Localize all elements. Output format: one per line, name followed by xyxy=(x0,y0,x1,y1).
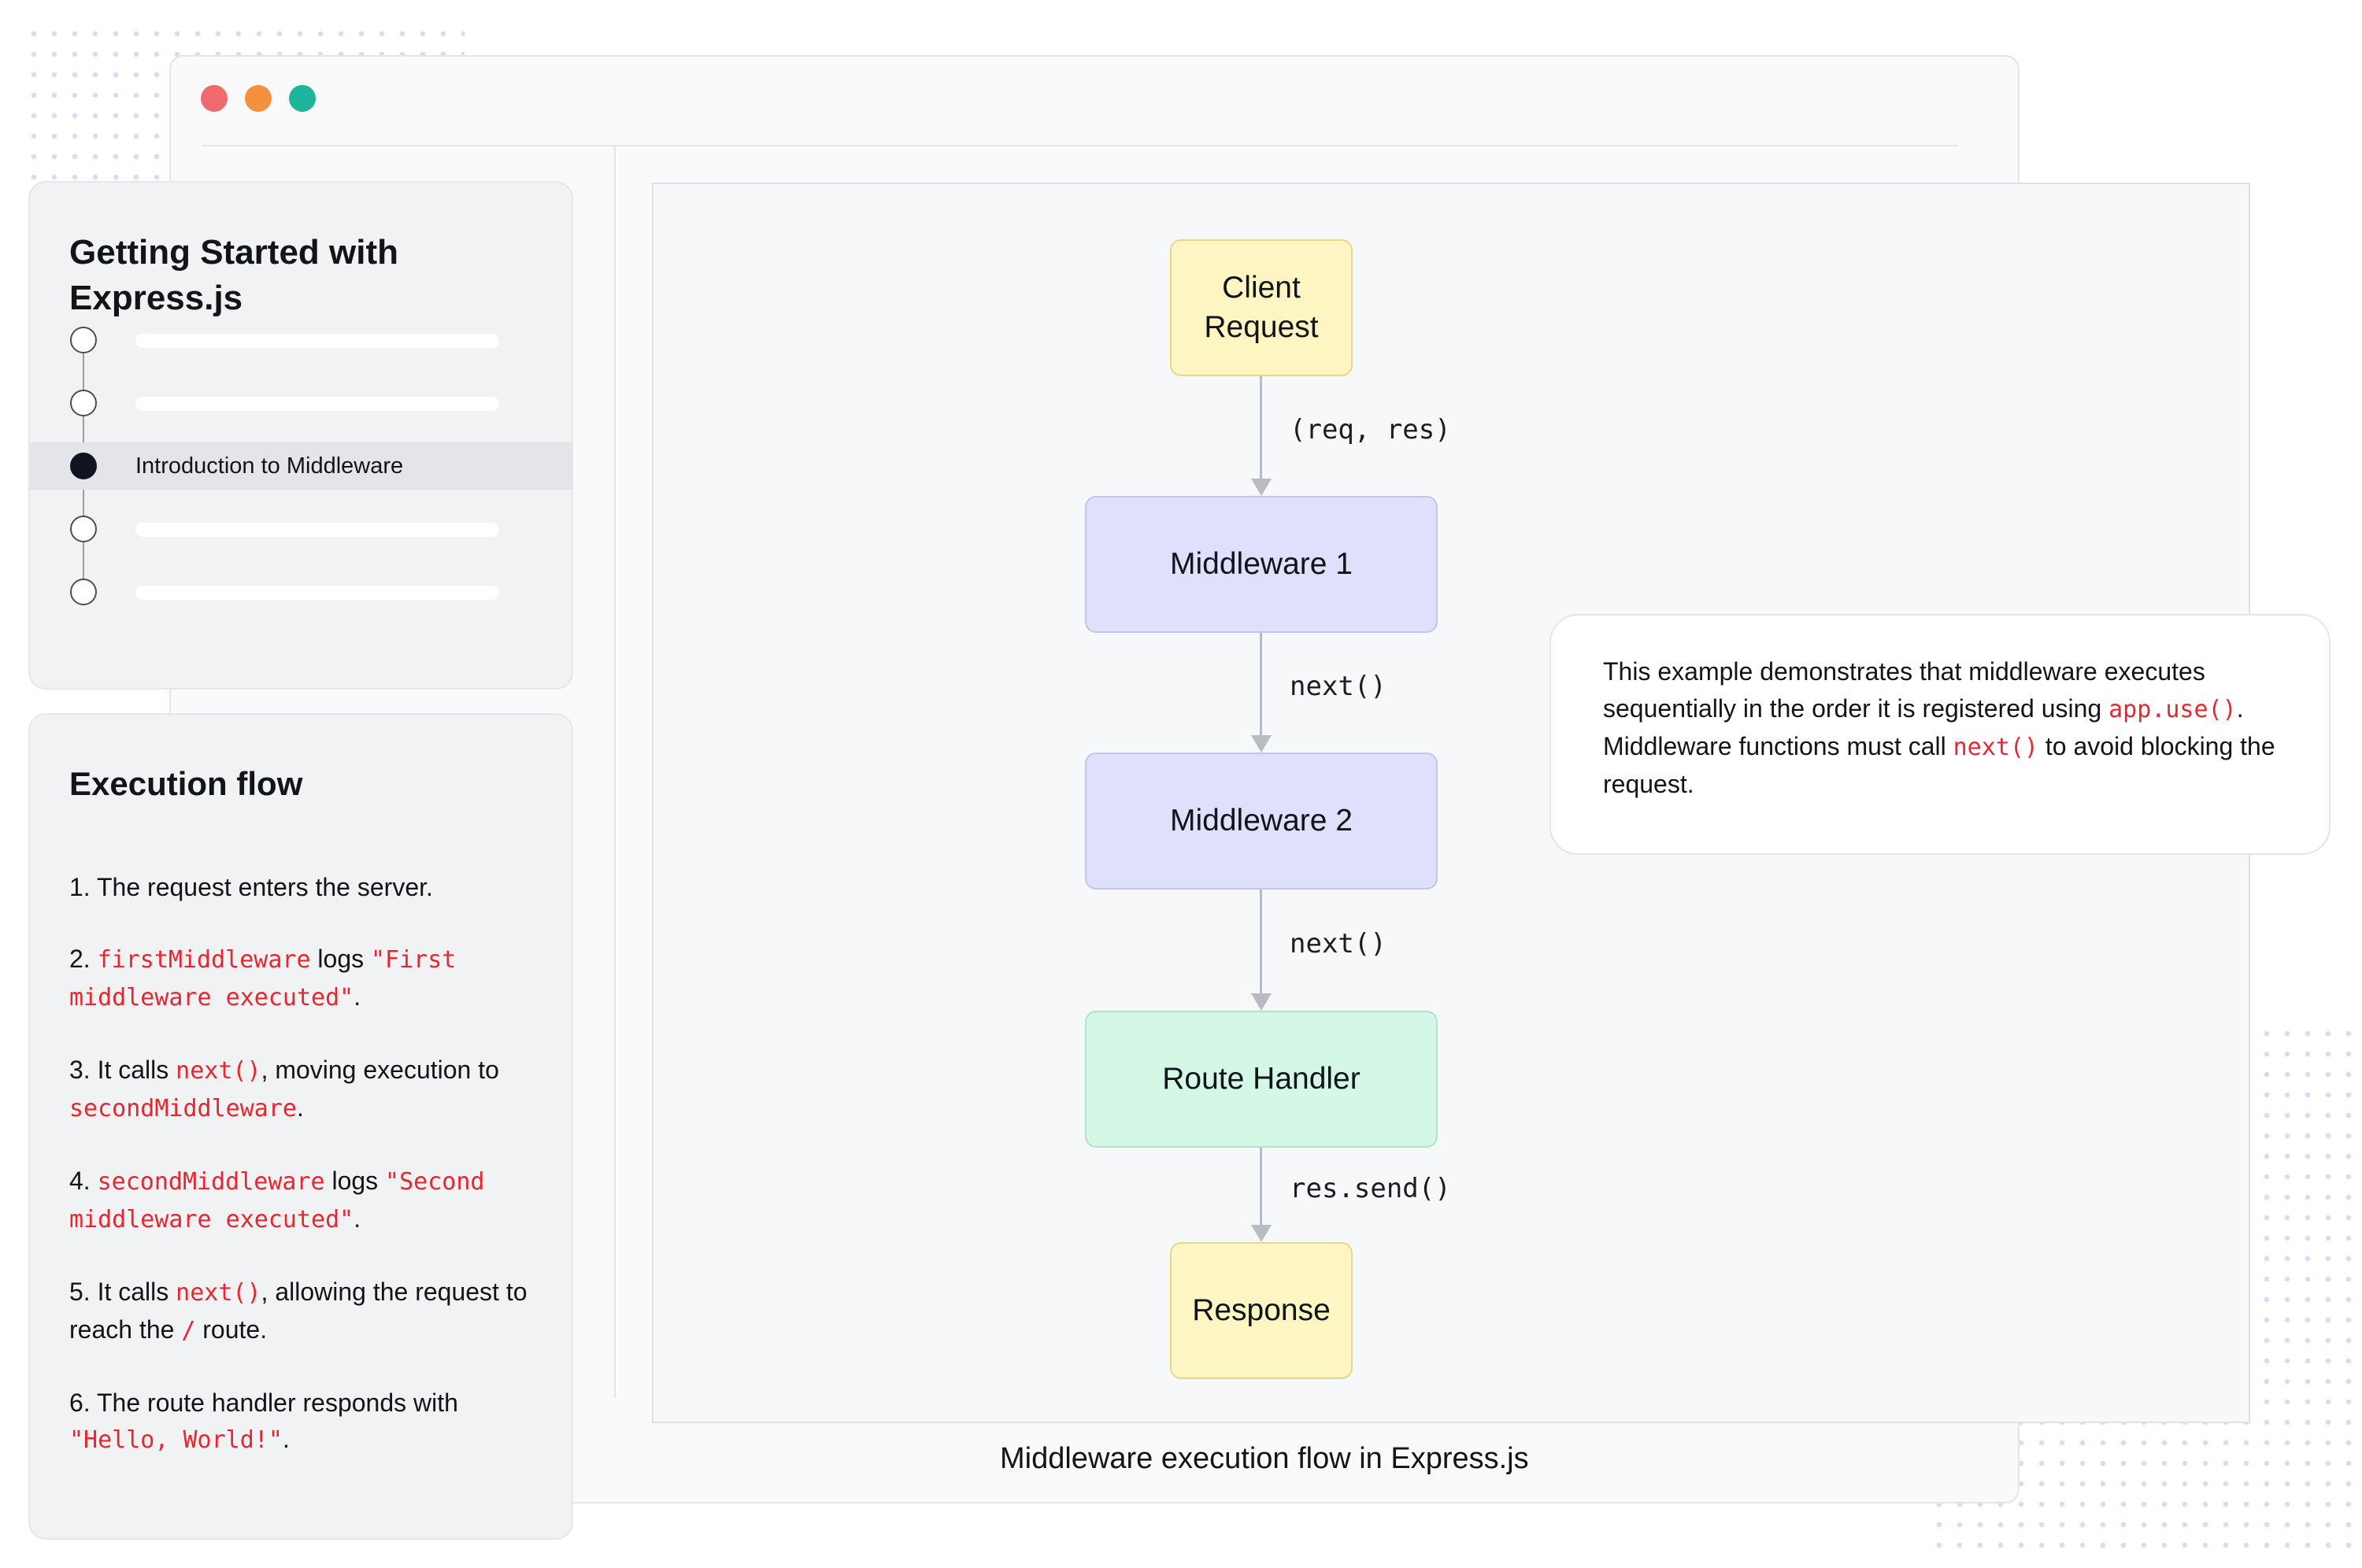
text-run: 3. It calls xyxy=(69,1056,176,1084)
execution-flow-card: Execution flow 1. The request enters the… xyxy=(28,713,573,1540)
inline-code: secondMiddleware xyxy=(69,1095,297,1122)
course-step-5[interactable] xyxy=(30,568,572,616)
text-run: 1. The request enters the server. xyxy=(69,873,433,901)
diagram-caption: Middleware execution flow in Express.js xyxy=(1000,1442,1529,1475)
step-circle-icon xyxy=(70,579,97,605)
execution-flow-list: 1. The request enters the server. 2. firs… xyxy=(69,869,550,1494)
text-run: . xyxy=(354,1204,361,1233)
step-circle-icon xyxy=(70,390,97,416)
course-step-3[interactable]: Introduction to Middleware xyxy=(30,442,572,490)
edge-label: (req, res) xyxy=(1290,414,1451,446)
course-step-2[interactable] xyxy=(30,379,572,427)
text-run: , moving execution to xyxy=(261,1056,499,1084)
edge-line xyxy=(1260,1148,1262,1226)
text-run: logs xyxy=(310,945,371,973)
edge-line xyxy=(1260,889,1262,995)
current-step-dot-icon xyxy=(70,453,97,479)
inline-code: / xyxy=(181,1317,196,1344)
text-run: 2. xyxy=(69,945,98,973)
arrow-down-icon xyxy=(1251,479,1272,496)
flow-step-2: 2. firstMiddleware logs "First middlewar… xyxy=(69,941,550,1016)
text-run: . xyxy=(354,982,361,1011)
callout-text: This example demonstrates that middlewar… xyxy=(1603,653,2277,803)
maximize-dot-icon[interactable] xyxy=(289,85,316,112)
text-run: . xyxy=(296,1093,304,1122)
course-step-4[interactable] xyxy=(30,505,572,553)
node-label: Response xyxy=(1192,1293,1331,1327)
course-step-1[interactable] xyxy=(30,316,572,364)
middleware-2-node: Middleware 2 xyxy=(1085,753,1438,889)
text-run: 4. xyxy=(69,1167,98,1195)
inline-code: secondMiddleware xyxy=(97,1168,325,1196)
edge-label: res.send() xyxy=(1290,1173,1451,1204)
execution-flow-title: Execution flow xyxy=(69,765,303,802)
explanation-callout: This example demonstrates that middlewar… xyxy=(1549,614,2331,855)
course-title: Getting Started with Express.js xyxy=(69,233,398,317)
inline-code: "First middleware executed" xyxy=(69,946,457,1011)
inline-code: next() xyxy=(176,1279,261,1307)
inline-code: next() xyxy=(176,1057,261,1085)
flow-step-3: 3. It calls next(), moving execution to … xyxy=(69,1052,550,1127)
step-circle-icon xyxy=(70,516,97,542)
arrow-down-icon xyxy=(1251,1225,1272,1242)
flow-step-6: 6. The route handler responds with "Hell… xyxy=(69,1385,550,1459)
window-controls xyxy=(201,85,316,112)
arrow-down-icon xyxy=(1251,993,1272,1011)
close-dot-icon[interactable] xyxy=(201,85,228,112)
text-run: This example demonstrates that middlewar… xyxy=(1603,657,2205,723)
response-node: Response xyxy=(1170,1242,1353,1379)
step-placeholder-bar xyxy=(135,397,499,411)
inline-code: "Second middleware executed" xyxy=(69,1168,485,1233)
edge-line xyxy=(1260,376,1262,480)
edge-label: next() xyxy=(1290,671,1386,702)
inline-code: firstMiddleware xyxy=(97,946,311,974)
inline-code: app.use() xyxy=(2108,696,2237,723)
node-label: Middleware 2 xyxy=(1170,804,1353,838)
inline-code: "Hello, World!" xyxy=(69,1426,283,1454)
sidebar-divider xyxy=(614,146,616,1398)
course-step-label: Introduction to Middleware xyxy=(135,453,404,479)
step-circle-icon xyxy=(70,327,97,353)
step-placeholder-bar xyxy=(135,523,499,537)
node-label: Route Handler xyxy=(1162,1062,1361,1096)
flow-step-1: 1. The request enters the server. xyxy=(69,869,550,905)
course-outline-card: Getting Started with Express.js Introduc… xyxy=(28,181,573,690)
text-run: 6. The route handler responds with xyxy=(69,1389,458,1417)
edge-label: next() xyxy=(1290,928,1386,960)
node-label: Middleware 1 xyxy=(1170,547,1353,581)
edge-line xyxy=(1260,633,1262,737)
arrow-down-icon xyxy=(1251,735,1272,753)
flow-step-4: 4. secondMiddleware logs "Second middlew… xyxy=(69,1163,550,1238)
text-run: logs xyxy=(324,1167,386,1195)
text-run: , allowing the request to reach the xyxy=(69,1278,528,1344)
toolbar-divider xyxy=(202,145,1958,146)
middleware-1-node: Middleware 1 xyxy=(1085,496,1438,633)
minimize-dot-icon[interactable] xyxy=(245,85,272,112)
step-placeholder-bar xyxy=(135,586,499,600)
text-run: to avoid blocking the request. xyxy=(1603,732,2275,798)
flow-step-5: 5. It calls next(), allowing the request… xyxy=(69,1274,550,1349)
text-run: . xyxy=(282,1425,290,1453)
route-handler-node: Route Handler xyxy=(1085,1011,1438,1148)
inline-code: next() xyxy=(1953,734,2038,761)
text-run: 5. It calls xyxy=(69,1278,176,1306)
text-run: . Middleware functions must call xyxy=(1603,694,2244,760)
text-run: route. xyxy=(195,1315,268,1344)
step-placeholder-bar xyxy=(135,334,499,348)
